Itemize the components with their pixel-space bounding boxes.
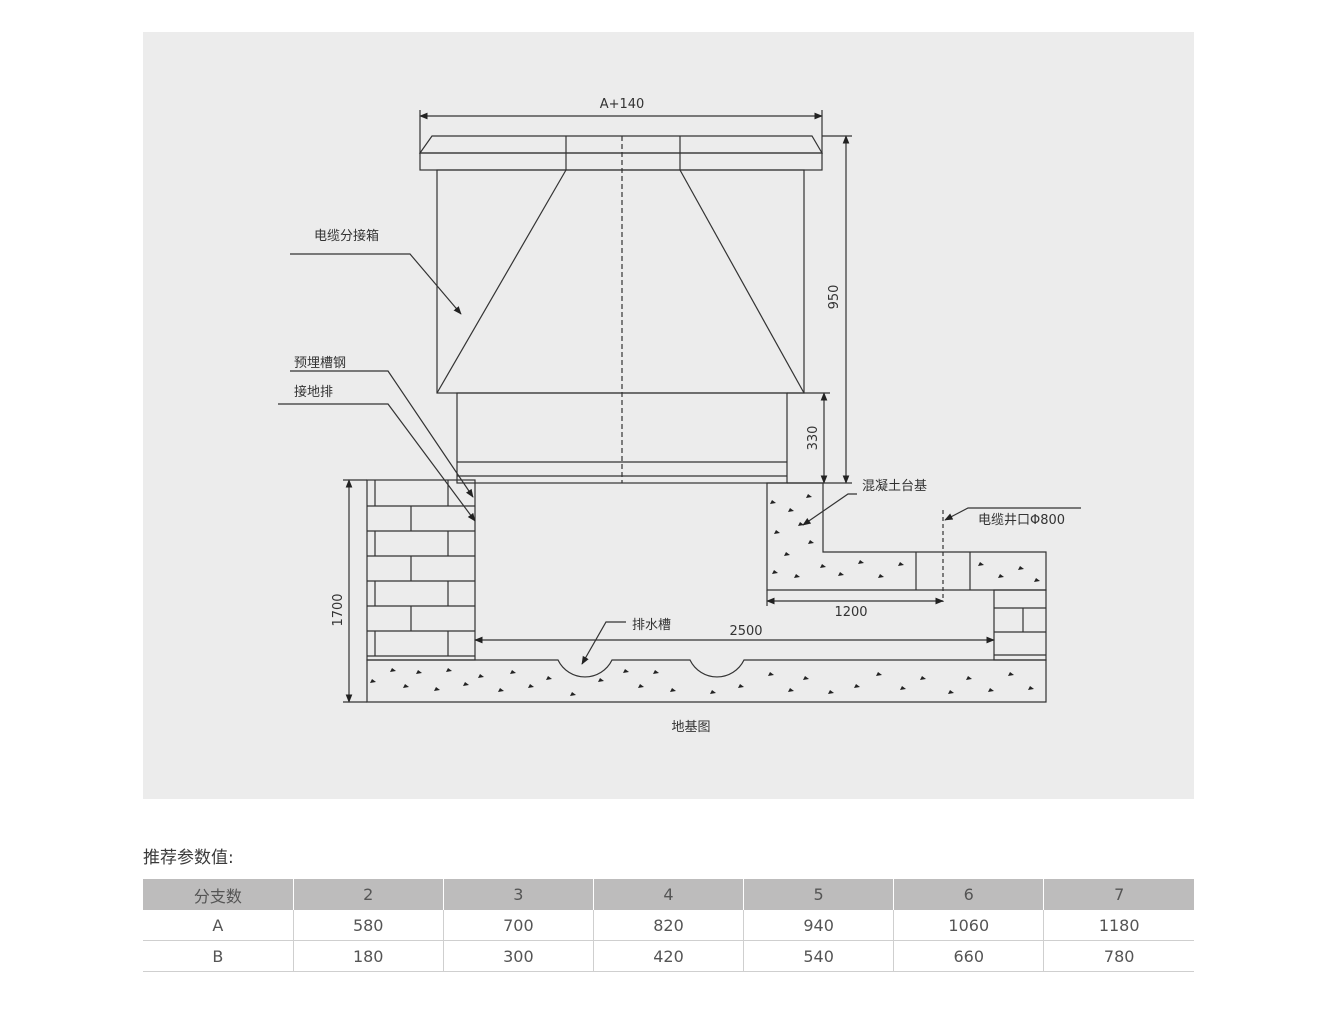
header-cell: 7 [1043, 879, 1194, 910]
dim-top-width: A+140 [600, 97, 645, 112]
foundation-diagram-panel: A+140 950 330 1700 2500 1200 电缆分接箱 预埋槽钢 … [143, 32, 1194, 799]
label-drain: 排水槽 [632, 618, 671, 633]
params-heading: 推荐参数值: [143, 848, 234, 868]
brick-courses [367, 480, 475, 657]
brick-wall-right [993, 589, 1047, 661]
box-roof-band [419, 152, 823, 171]
table-cell: 820 [593, 910, 745, 941]
diagram-caption: 地基图 [671, 720, 710, 735]
table-cell: 580 [293, 910, 444, 941]
dim-pit-depth: 1700 [331, 593, 346, 626]
table-row: B 180 300 420 540 660 780 [143, 940, 1194, 972]
concrete-step [766, 482, 1047, 591]
header-cell: 3 [443, 879, 594, 910]
box-roof [418, 135, 824, 154]
label-cable-well: 电缆井口Φ800 [978, 512, 1065, 528]
dim-platform-width: 1200 [834, 605, 867, 620]
table-cell: 780 [1043, 940, 1194, 972]
params-table: 分支数 2 3 4 5 6 7 A 580 700 820 940 1060 1… [143, 879, 1194, 972]
table-header-row: 分支数 2 3 4 5 6 7 [143, 879, 1194, 910]
table-cell: 420 [593, 940, 745, 972]
table-cell: 1180 [1043, 910, 1194, 941]
table-cell: 700 [443, 910, 594, 941]
header-cell: 4 [593, 879, 745, 910]
concrete-aggregate [370, 494, 1040, 696]
dim-pit-width: 2500 [729, 624, 762, 639]
table-cell: 1060 [893, 910, 1045, 941]
dim-box-height: 950 [827, 285, 842, 310]
table-cell: 300 [443, 940, 594, 972]
label-channel-steel: 预埋槽钢 [294, 356, 346, 371]
table-cell: 940 [743, 910, 895, 941]
table-cell: 180 [293, 940, 444, 972]
box-front-triangle [436, 169, 567, 394]
header-cell: 分支数 [143, 879, 294, 910]
header-cell: 6 [893, 879, 1045, 910]
table-cell: A [143, 910, 294, 941]
bottom-slab [366, 659, 1047, 703]
table-cell: 540 [743, 940, 895, 972]
box-body [436, 169, 805, 394]
label-cable-box: 电缆分接箱 [314, 228, 379, 244]
brick-wall-left [366, 479, 476, 661]
header-cell: 5 [743, 879, 895, 910]
dim-base-height: 330 [806, 426, 821, 451]
label-ground-bar: 接地排 [294, 384, 333, 400]
table-row: A 580 700 820 940 1060 1180 [143, 910, 1194, 941]
foundation-diagram: A+140 950 330 1700 2500 1200 电缆分接箱 预埋槽钢 … [278, 97, 1081, 735]
box-base [456, 392, 788, 484]
header-cell: 2 [293, 879, 444, 910]
table-cell: B [143, 940, 294, 972]
table-cell: 660 [893, 940, 1045, 972]
label-concrete-base: 混凝土台基 [862, 478, 927, 494]
